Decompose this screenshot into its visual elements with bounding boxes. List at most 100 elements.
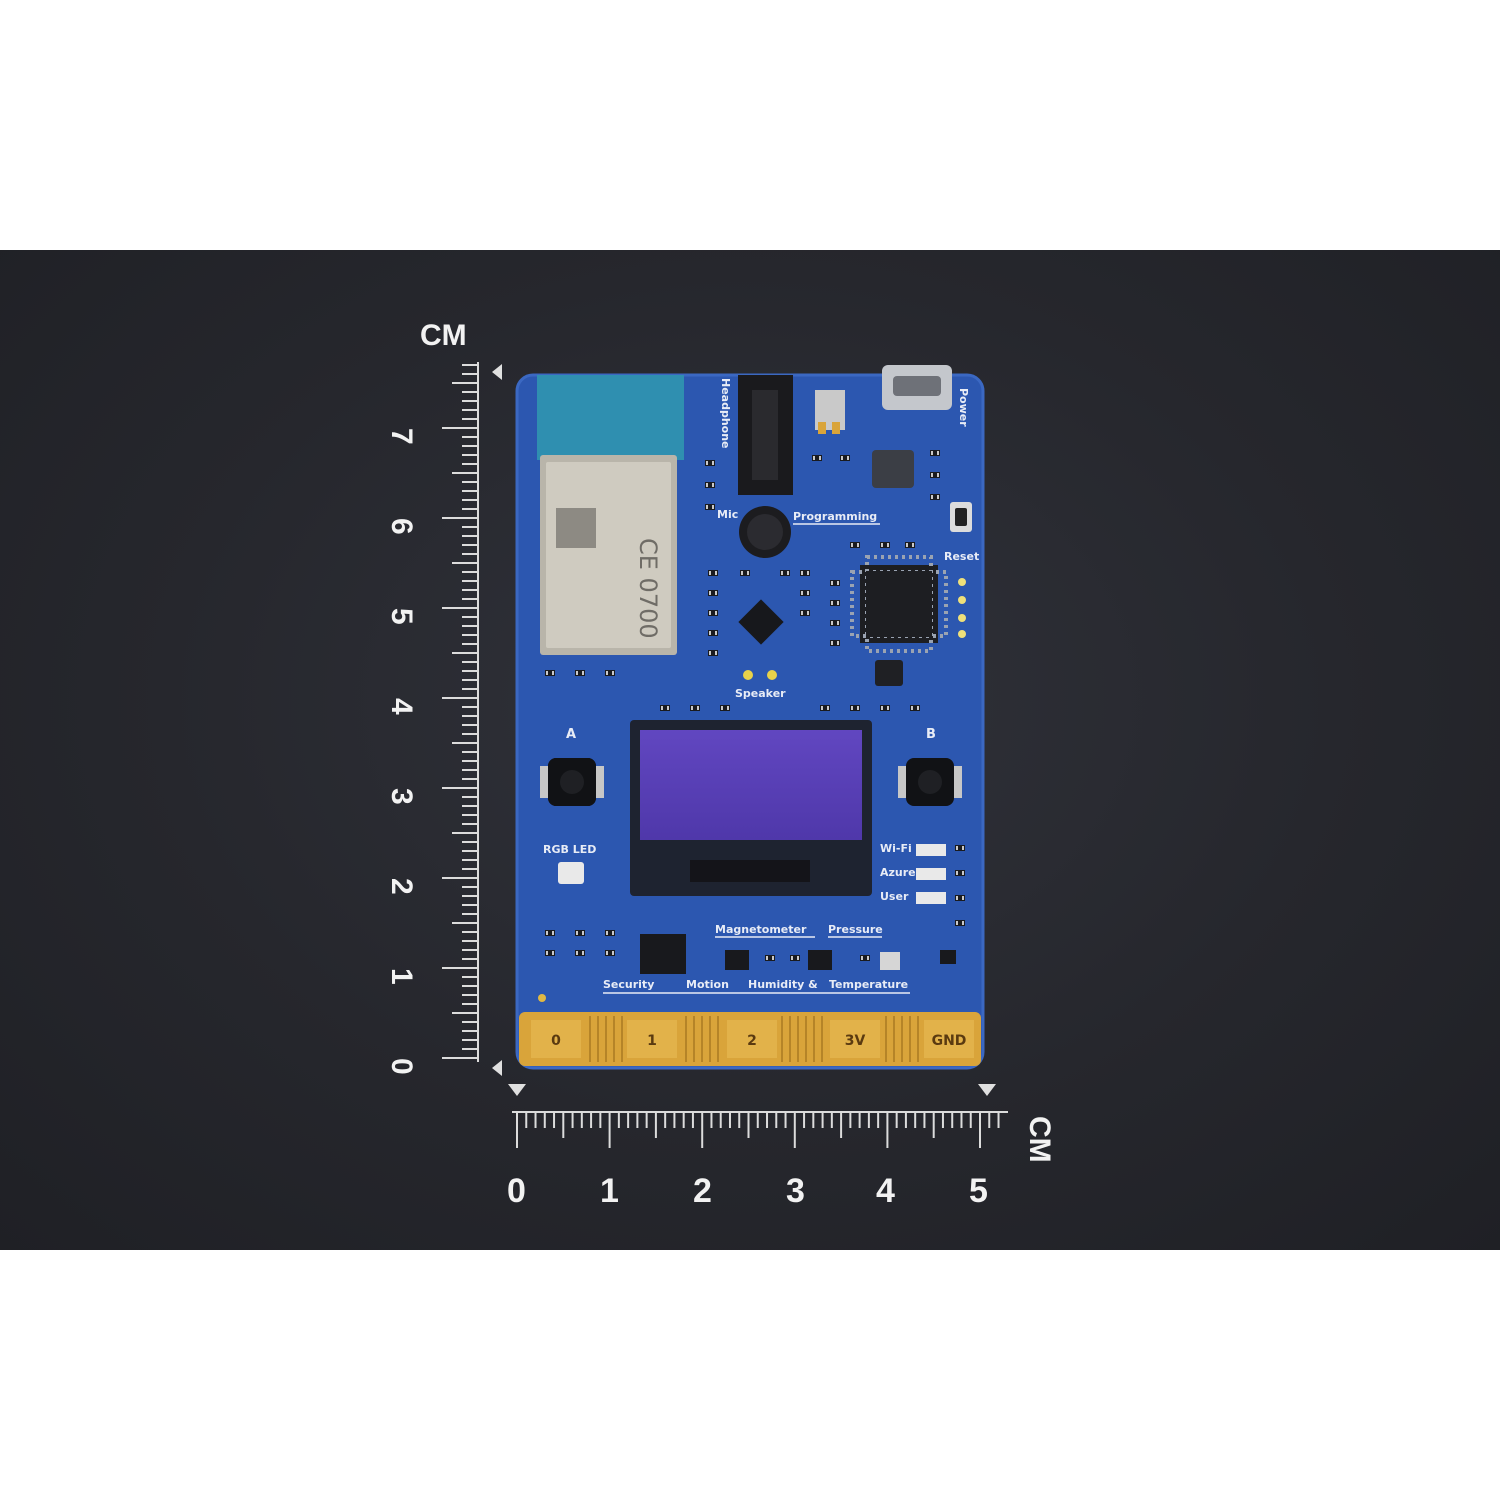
smd-terminal (911, 706, 913, 710)
smd-part (708, 650, 718, 656)
product-photo: CM 0 1 2 3 4 5 6 7 CM 0 1 2 3 4 5 (0, 250, 1500, 1250)
pad-3v (830, 1020, 880, 1058)
vertical-ruler-top-arrow (492, 364, 502, 380)
smd-terminal (791, 956, 793, 960)
label-power: Power (957, 388, 970, 427)
vertical-ruler-ticks (442, 362, 479, 1062)
smd-terminal (827, 706, 829, 710)
smd-part (830, 600, 840, 606)
smd-terminal (582, 931, 584, 935)
smd-part (880, 705, 890, 711)
wifi-led (916, 844, 946, 856)
smd-terminal (821, 706, 823, 710)
smd-part (705, 460, 715, 466)
dev-board: CE 0700 Headphone Power Mic Programming … (515, 365, 985, 1070)
smd-terminal (819, 456, 821, 460)
smd-part (930, 450, 940, 456)
smd-terminal (912, 543, 914, 547)
label-mic: Mic (717, 508, 738, 521)
smd-part (830, 620, 840, 626)
horizontal-tick-label-4: 4 (876, 1172, 895, 1210)
label-button-b: B (926, 727, 936, 742)
smd-terminal (772, 956, 774, 960)
smd-terminal (837, 581, 839, 585)
vertical-tick-label-4: 4 (385, 698, 418, 715)
smd-terminal (582, 951, 584, 955)
smd-terminal (956, 896, 958, 900)
smd-terminal (715, 591, 717, 595)
smd-part (575, 670, 585, 676)
pad-2 (727, 1020, 777, 1058)
vertical-tick-label-1: 1 (385, 968, 418, 985)
smd-terminal (709, 611, 711, 615)
smd-terminal (801, 611, 803, 615)
smd-terminal (546, 931, 548, 935)
smd-terminal (576, 951, 578, 955)
label-security: Security (603, 978, 654, 991)
pad-label-1: 1 (647, 1033, 657, 1049)
smd-terminal (709, 651, 711, 655)
smd-terminal (712, 461, 714, 465)
vertical-ruler-labels: 0 1 2 3 4 5 6 7 (385, 428, 418, 1075)
security-chip (640, 934, 686, 974)
horizontal-tick-label-3: 3 (786, 1172, 805, 1210)
smd-terminal (712, 483, 714, 487)
smd-terminal (709, 591, 711, 595)
label-wifi: Wi-Fi (880, 842, 912, 855)
user-led (916, 892, 946, 904)
smd-terminal (741, 571, 743, 575)
label-rgb-led: RGB LED (543, 843, 596, 856)
smd-part (605, 950, 615, 956)
horizontal-tick-label-1: 1 (600, 1172, 619, 1210)
smd-terminal (612, 951, 614, 955)
smd-terminal (807, 571, 809, 575)
label-motion: Motion (686, 978, 729, 991)
smd-terminal (887, 706, 889, 710)
label-speaker: Speaker (735, 687, 786, 700)
smd-terminal (697, 706, 699, 710)
smd-terminal (813, 456, 815, 460)
smd-terminal (546, 951, 548, 955)
smd-terminal (937, 495, 939, 499)
smd-terminal (781, 571, 783, 575)
pad-gnd (924, 1020, 974, 1058)
smd-part (545, 930, 555, 936)
smd-terminal (576, 931, 578, 935)
smd-part (740, 570, 750, 576)
small-ic (875, 660, 903, 686)
smd-part (800, 610, 810, 616)
smd-terminal (801, 571, 803, 575)
smd-terminal (881, 543, 883, 547)
speaker-pad-right (767, 670, 777, 680)
smd-part (605, 670, 615, 676)
smd-part (708, 590, 718, 596)
smd-terminal (962, 871, 964, 875)
smd-terminal (712, 505, 714, 509)
smd-part (765, 955, 775, 961)
rgb-led (558, 862, 584, 884)
label-humidity: Humidity & (748, 978, 818, 991)
smd-part (820, 705, 830, 711)
smd-terminal (837, 641, 839, 645)
smd-part (930, 472, 940, 478)
smd-terminal (612, 671, 614, 675)
horizontal-tick-label-5: 5 (969, 1172, 988, 1210)
smd-part (605, 930, 615, 936)
label-magnetometer: Magnetometer (715, 923, 807, 936)
smd-part (708, 610, 718, 616)
smd-terminal (747, 571, 749, 575)
smd-terminal (962, 921, 964, 925)
vertical-tick-label-5: 5 (385, 608, 418, 625)
smd-part (708, 630, 718, 636)
smd-part (955, 870, 965, 876)
smd-terminal (606, 671, 608, 675)
horizontal-ruler-right-arrow (978, 1084, 996, 1096)
pad-label-2: 2 (747, 1033, 757, 1049)
smd-terminal (546, 671, 548, 675)
smd-terminal (706, 505, 708, 509)
smd-terminal (715, 651, 717, 655)
pad-label-0: 0 (551, 1033, 561, 1049)
smd-terminal (867, 956, 869, 960)
smd-terminal (931, 473, 933, 477)
azure-led (916, 868, 946, 880)
